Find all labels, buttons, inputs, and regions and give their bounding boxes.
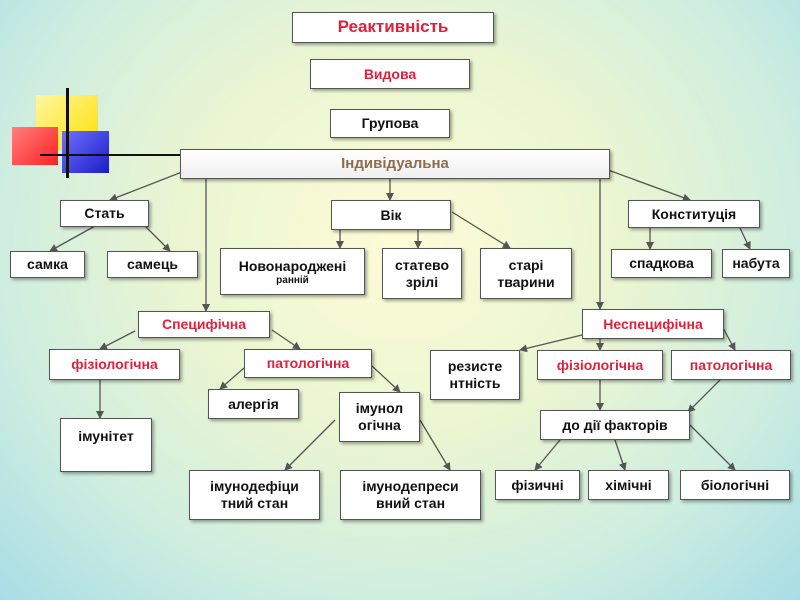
node-label: патологічна — [689, 356, 773, 373]
node-alerhiia: алергія — [208, 389, 299, 419]
line-stat-samets — [144, 225, 171, 252]
node-label: Видова — [363, 65, 417, 82]
node-label: фізіологічна — [71, 356, 158, 373]
node-label: Неспецифічна — [603, 315, 703, 332]
node-label: Індивідуальна — [341, 155, 449, 172]
node-label: фізіологічна — [556, 356, 644, 373]
line-stat-samka — [49, 225, 96, 252]
node-label: самка — [27, 256, 68, 273]
node-label: імунодепреси вний стан — [362, 478, 459, 511]
node-patolohichna-1: патологічна — [244, 349, 372, 378]
node-label: Специфічна — [161, 316, 247, 333]
node-sublabel: ранній — [276, 274, 309, 286]
node-label: імунітет — [78, 428, 134, 444]
node-label: набута — [732, 255, 780, 272]
node-label: самець — [126, 256, 179, 273]
line-spetsyfichna-fiziolohichna — [99, 330, 136, 350]
node-label: старі тварини — [497, 256, 555, 290]
line-imunolohichna-imunodepresyvnyi — [419, 419, 451, 471]
line-patolohichna-imunolohichna — [371, 365, 401, 393]
node-label: статево зрілі — [394, 256, 450, 290]
node-imunodepresyvnyi-stan: імунодепреси вний стан — [340, 470, 481, 520]
node-rezystentnist: резисте нтність — [430, 350, 520, 400]
line-konstytutsiia-nabuta — [739, 227, 751, 250]
node-nabuta: набута — [722, 249, 790, 278]
node-spadkova: спадкова — [611, 249, 712, 278]
line-patolohichna-alerhiia — [219, 367, 245, 390]
line-individual-konstytutsiia — [607, 169, 691, 202]
line-spetsyfichna-patolohichna — [271, 329, 301, 350]
node-stari-tvaryny: старі тварини — [480, 248, 572, 299]
node-label: Стать — [84, 205, 125, 222]
node-do-dii-faktoriv: до дії факторів — [540, 410, 690, 440]
line-individual-stat — [109, 171, 183, 202]
node-stat: Стать — [60, 200, 149, 227]
decor-red-square — [12, 127, 58, 165]
line-nespetsyfichna-patolohichna — [721, 325, 736, 351]
node-label: Новонароджені — [238, 258, 347, 274]
node-label: Групова — [361, 115, 419, 132]
node-label: Конституція — [651, 205, 737, 222]
node-label: фізичні — [511, 476, 564, 493]
node-hrupova: Групова — [330, 109, 450, 138]
line-do-dii-fizychni — [534, 439, 561, 471]
node-label: алергія — [228, 395, 279, 412]
node-biolohichni: біологічні — [680, 470, 790, 500]
node-label: Вік — [380, 206, 402, 223]
node-label: до дії факторів — [562, 416, 668, 433]
node-label: імунодефіци тний стан — [210, 478, 299, 511]
node-imunodefitsytnyi-stan: імунодефіци тний стан — [189, 470, 320, 520]
node-label: біологічні — [700, 476, 770, 493]
node-label: хімічні — [605, 476, 652, 493]
node-khimichni: хімічні — [588, 470, 669, 500]
node-fiziolohichna-1: фізіологічна — [49, 349, 180, 380]
node-vik: Вік — [331, 200, 451, 230]
node-fiziolohichna-2: фізіологічна — [537, 350, 663, 380]
line-vik-stari-tvaryny — [451, 211, 511, 249]
node-label: патологічна — [266, 355, 350, 372]
node-label: резисте нтність — [447, 358, 503, 391]
node-samka: самка — [10, 251, 85, 278]
node-label: спадкова — [629, 255, 694, 272]
line-do-dii-khimichni — [614, 439, 627, 471]
decor-vertical-line — [66, 88, 69, 178]
node-imunolohichna: імунол огічна — [339, 392, 420, 442]
node-statevo-zrili: статево зрілі — [382, 248, 462, 299]
node-novonarodzheni: Новонароджені ранній — [220, 248, 365, 295]
node-indyvidualna: Індивідуальна — [180, 149, 610, 179]
node-samets: самець — [107, 251, 198, 278]
node-label: Реактивність — [337, 17, 449, 37]
node-label: імунол огічна — [355, 400, 404, 433]
decor-horizontal-line — [40, 154, 280, 156]
node-konstytutsiia: Конституція — [628, 200, 760, 228]
node-imunitet: імунітет — [60, 418, 152, 472]
line-imunolohichna-imunodefitsytnyi — [284, 419, 336, 471]
node-patolohichna-2: патологічна — [671, 350, 791, 380]
line-patolohichna-do-dii — [687, 379, 721, 413]
node-spetsyfichna: Специфічна — [138, 311, 270, 338]
node-nespetsyfichna: Неспецифічна — [582, 309, 724, 339]
node-fizychni: фізичні — [495, 470, 580, 500]
line-do-dii-biolohichni — [689, 424, 736, 471]
decor-blue-square — [62, 131, 109, 173]
node-reaktyvnist: Реактивність — [292, 12, 494, 43]
line-nespetsyfichna-rezystentnist — [519, 334, 583, 353]
node-vydova: Видова — [310, 59, 470, 89]
